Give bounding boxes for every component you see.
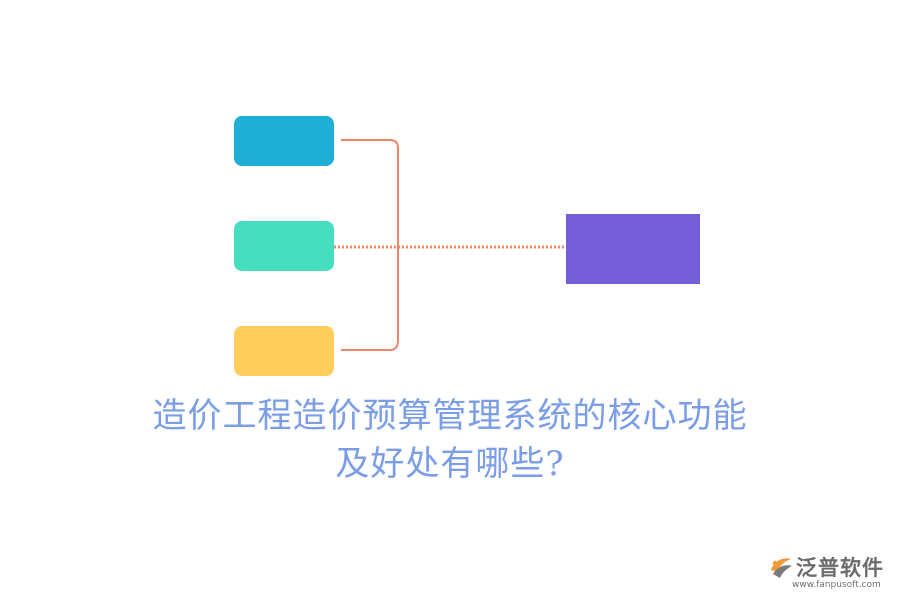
fanpu-logo-icon — [771, 558, 792, 578]
fanpu-logo: 泛普软件 www.fanpusoft.com — [768, 552, 892, 592]
title-line-1: 造价工程造价预算管理系统的核心功能 — [152, 396, 748, 436]
logo-url: www.fanpusoft.com — [792, 580, 881, 590]
title-line-2: 及好处有哪些? — [335, 444, 565, 484]
branch-node-3 — [234, 326, 334, 376]
diagram-title: 造价工程造价预算管理系统的核心功能 及好处有哪些? — [100, 392, 800, 488]
center-node — [566, 214, 700, 284]
branch-node-2 — [234, 221, 334, 271]
bracket-connector — [341, 139, 399, 351]
branch-node-1 — [234, 116, 334, 166]
logo-name: 泛普软件 — [796, 556, 884, 580]
